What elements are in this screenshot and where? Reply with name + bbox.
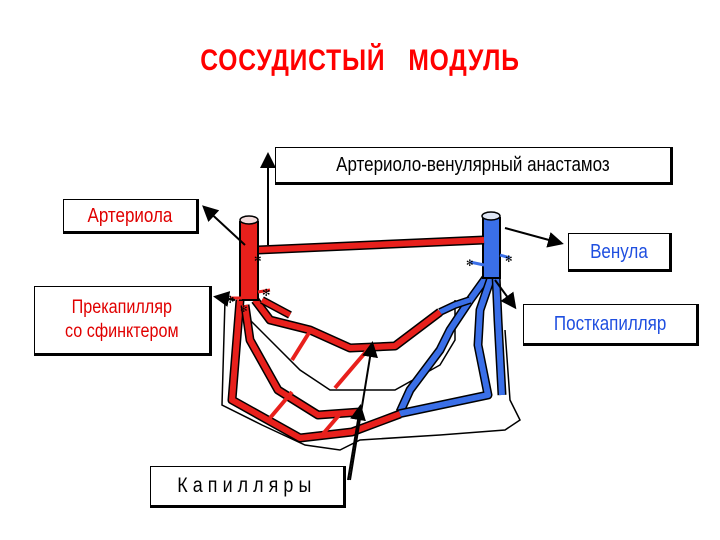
venule-small-branch — [469, 260, 485, 267]
label-precapillary: Прекапилляр со сфинктером — [34, 286, 212, 356]
arterial-network: ✻ ✻ ✻ ✻ — [226, 215, 485, 443]
arteriole-sphincter-mark: ✻ — [262, 288, 270, 299]
tissue-boundary-line — [221, 299, 521, 451]
arteriole-opening — [239, 215, 259, 225]
capillary-crosslink — [333, 345, 372, 390]
venule-opening — [481, 211, 501, 221]
label-anastomosis: Артериоло-венулярный анастамоз — [275, 147, 673, 185]
arterial-vessel-path — [252, 298, 442, 351]
arrow-venule — [504, 227, 564, 248]
arrow-precapillary — [213, 291, 236, 307]
inner-boundary-line — [249, 300, 456, 391]
label-venule: Венула — [568, 233, 672, 272]
arteriole-sphincter-mark: ✻ — [254, 255, 262, 265]
venous-vessel-path — [438, 297, 471, 315]
venule-small-branch — [499, 253, 511, 260]
venule-trunk — [482, 217, 501, 279]
arteriole-small-branch — [257, 288, 271, 294]
capillary-crosslink — [290, 326, 314, 362]
label-arteriole: Артериола — [63, 199, 199, 234]
label-postcapillary-text: Посткапилляр — [553, 313, 667, 335]
label-precapillary-line2: со сфинктером — [65, 321, 179, 342]
venous-network: ✻ ✻ — [395, 211, 513, 419]
venous-vessel-path — [493, 274, 505, 396]
capillary-crosslink — [268, 390, 294, 420]
label-precapillary-text: Прекапилляр со сфинктером — [65, 296, 179, 344]
arrow-arteriole — [202, 205, 246, 246]
label-anastomosis-text: Артериоло-венулярный анастамоз — [336, 154, 610, 176]
label-postcapillary: Посткапилляр — [523, 304, 699, 346]
arterial-vessel-path — [242, 304, 361, 418]
label-capillaries: Капилляры — [150, 466, 346, 508]
label-precapillary-line1: Прекапилляр — [71, 297, 173, 318]
av-anastomosis-vessel — [257, 237, 485, 253]
venule-sphincter-mark: ✻ — [505, 255, 513, 265]
venous-vessel-path — [397, 273, 491, 414]
venule-sphincter-mark: ✻ — [466, 259, 474, 269]
label-venule-text: Венула — [590, 240, 648, 263]
arterial-vessel-path — [260, 297, 292, 318]
arteriole-sphincter-mark: ✻ — [240, 305, 248, 315]
arterial-vessel-path — [229, 299, 402, 441]
pointer-arrows — [202, 152, 564, 481]
capillary-crosslink — [320, 412, 342, 437]
arrow-capillaries-2 — [347, 404, 366, 481]
venous-vessel-path — [397, 274, 495, 417]
label-arteriole-text: Артериола — [87, 204, 173, 227]
label-capillaries-text: Капилляры — [177, 474, 317, 497]
arrow-postcapillary — [494, 279, 517, 310]
arteriole-sphincter-mark: ✻ — [226, 295, 234, 306]
page-title: СОСУДИСТЫЙ МОДУЛЬ — [200, 44, 520, 77]
